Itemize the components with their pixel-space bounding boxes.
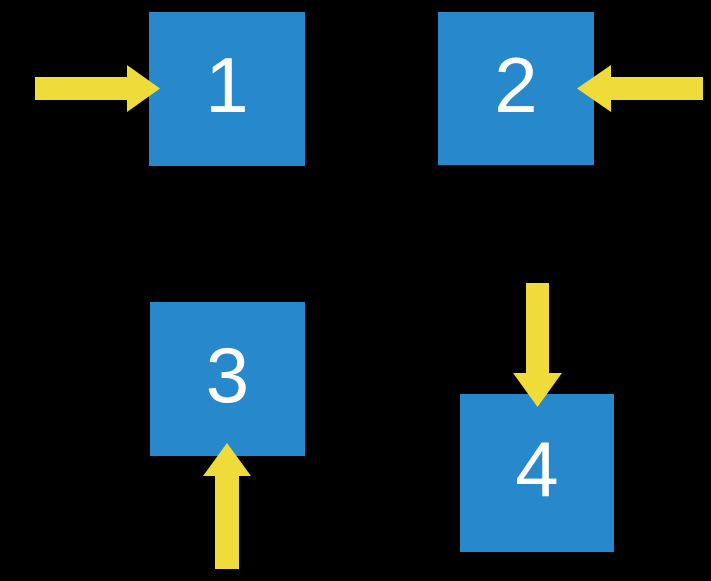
arrow-right-icon (35, 65, 160, 112)
box-4: 4 (460, 394, 614, 552)
arrow-down-icon (513, 283, 562, 407)
box-2: 2 (438, 12, 594, 165)
arrow-up-icon (203, 443, 251, 569)
arrow-left-icon (577, 65, 703, 112)
box-3: 3 (150, 302, 305, 456)
box-3-label: 3 (205, 331, 250, 419)
box-2-label: 2 (494, 40, 538, 129)
box-4-label: 4 (515, 425, 559, 513)
box-1-label: 1 (205, 41, 249, 129)
box-1: 1 (149, 12, 305, 166)
